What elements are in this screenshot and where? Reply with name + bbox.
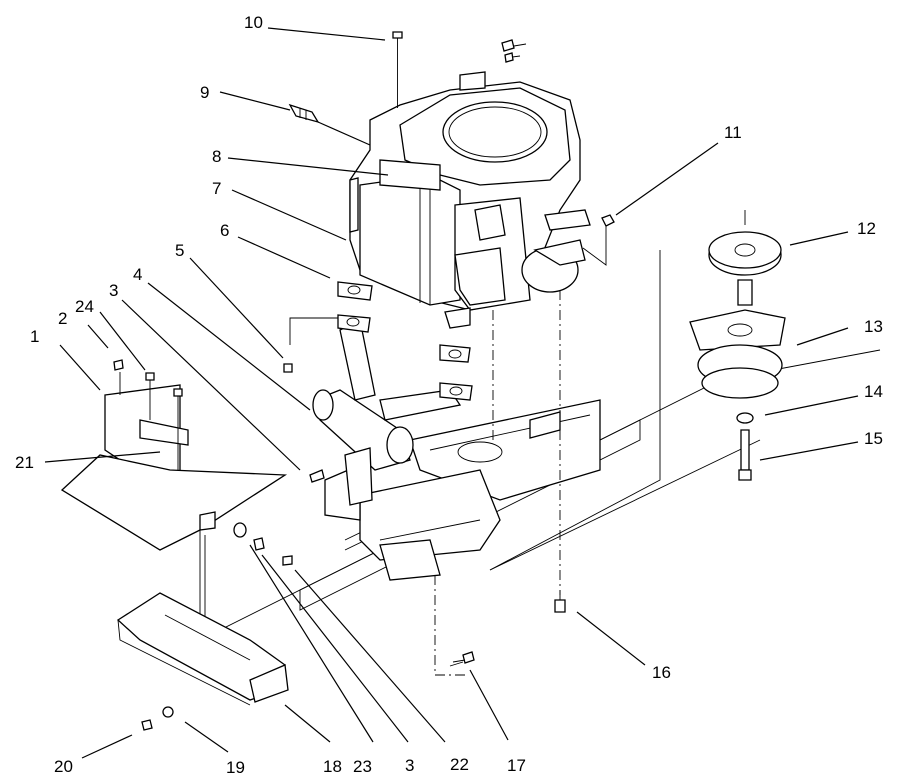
leader-lines [44, 27, 859, 759]
callout-24: 24 [75, 297, 94, 316]
callout-15: 15 [864, 429, 883, 448]
frame-bolt [434, 575, 475, 676]
clutch-washer [736, 412, 754, 424]
clutch-bolt [492, 290, 566, 613]
callout-7: 7 [212, 179, 221, 198]
electric-clutch [689, 309, 786, 399]
exhaust-gaskets [289, 281, 473, 401]
callout-18: 18 [323, 757, 342, 776]
spark-plug [288, 103, 320, 124]
mower-frame [199, 349, 881, 641]
callout-12: 12 [857, 219, 876, 238]
callout-14: 14 [864, 382, 883, 401]
callout-3-upper: 3 [109, 281, 118, 300]
callout-1: 1 [30, 327, 39, 346]
callout-16: 16 [652, 663, 671, 682]
deflector-shield [60, 359, 288, 551]
callout-10: 10 [244, 13, 263, 32]
engine-bolt [392, 31, 403, 108]
callout-17: 17 [507, 756, 526, 775]
hex-nut [582, 214, 615, 266]
callout-labels: 1 2 24 3 4 5 6 7 8 9 10 11 12 13 14 15 1… [15, 13, 883, 777]
callout-6: 6 [220, 221, 229, 240]
callout-13: 13 [864, 317, 883, 336]
rear-bumper [116, 592, 289, 706]
callout-22: 22 [450, 755, 469, 774]
callout-11: 11 [724, 123, 742, 142]
callout-8: 8 [212, 147, 221, 166]
callout-5: 5 [175, 241, 184, 260]
clutch-outline [489, 210, 746, 571]
bumper-hardware [141, 706, 174, 731]
callout-9: 9 [200, 83, 209, 102]
muffler-fasteners [283, 363, 325, 483]
top-screws [501, 39, 527, 63]
callout-21: 21 [15, 453, 34, 472]
engine [349, 71, 591, 329]
callout-23: 23 [353, 757, 372, 776]
clutch-retaining-bolt [738, 429, 752, 481]
callout-4: 4 [133, 265, 142, 284]
callout-3-lower: 3 [405, 756, 414, 775]
callout-2: 2 [58, 309, 67, 328]
pulley [708, 231, 782, 306]
callout-20: 20 [54, 757, 73, 776]
shield-hardware [204, 522, 293, 640]
callout-19: 19 [226, 758, 245, 777]
